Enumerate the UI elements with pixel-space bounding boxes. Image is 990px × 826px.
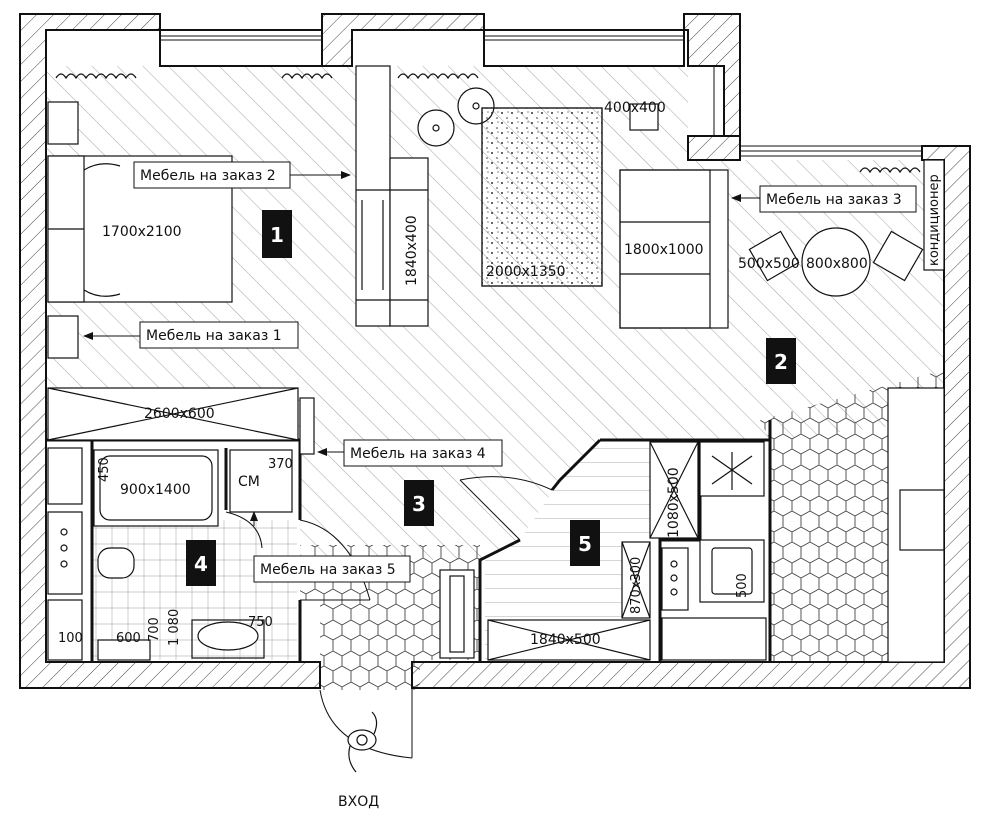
bathroom-fixtures: [47, 447, 293, 661]
callout-custom-furniture-4: Мебель на заказ 4: [350, 446, 486, 462]
dim-table-small: 400x400: [604, 100, 666, 116]
dim-450: 450: [97, 457, 112, 482]
windows: [159, 29, 923, 157]
dim-bed: 1700x2100: [102, 224, 182, 240]
dim-dining-table: 800x800: [806, 256, 868, 272]
callout-custom-furniture-2: Мебель на заказ 2: [140, 168, 276, 184]
corridor-cabinet: [47, 387, 315, 455]
kitchen-furniture: [439, 441, 767, 661]
callout-box-3: [759, 185, 917, 213]
callout-box-2: [133, 161, 291, 189]
person-icon: [347, 711, 378, 773]
callout-box-4: [343, 439, 503, 467]
dim-closet-1080: 1080x500: [666, 467, 682, 538]
room-number-5: 5: [578, 532, 592, 556]
room-number-3: 3: [412, 492, 426, 516]
room-badge-4: [186, 540, 216, 586]
dim-750: 750: [248, 615, 273, 630]
room-number-4: 4: [194, 552, 208, 576]
dim-370: 370: [268, 457, 293, 472]
dim-closet-870: 870x300: [629, 557, 644, 614]
dim-corridor-cabinet: 2600x600: [144, 406, 215, 422]
dim-1080-vertical: 1 080: [167, 609, 182, 646]
radiators: [55, 73, 921, 174]
room-badge-2: [766, 338, 796, 384]
dim-closet-1840: 1840x500: [530, 632, 601, 648]
dim-wardrobe: 1840x400: [404, 215, 420, 286]
living-furniture: [417, 87, 945, 663]
callout-custom-furniture-3: Мебель на заказ 3: [766, 192, 902, 208]
room-badge-5: [570, 520, 600, 566]
dim-bathtub: 900x1400: [120, 482, 191, 498]
dim-carpet: 2000x1350: [486, 264, 566, 280]
dim-100: 100: [58, 631, 83, 646]
ac-label: кондиционер: [927, 174, 942, 266]
room-badge-3: [404, 480, 434, 526]
leader-lines: [83, 171, 760, 526]
dim-700: 700: [147, 617, 162, 642]
callout-custom-furniture-1: Мебель на заказ 1: [146, 328, 282, 344]
callout-box-1: [139, 321, 299, 349]
dim-sofa: 1800x1000: [624, 242, 704, 258]
dim-chair: 500x500: [738, 256, 800, 272]
room-badge-1: [262, 210, 292, 258]
dim-kitchen-500: 500: [735, 573, 750, 598]
washing-machine-label: СМ: [238, 474, 260, 490]
room-number-1: 1: [270, 223, 284, 247]
dim-600: 600: [116, 631, 141, 646]
doors: [225, 476, 553, 759]
callout-custom-furniture-5: Мебель на заказ 5: [260, 562, 396, 578]
room-number-2: 2: [774, 350, 788, 374]
callout-box-5: [253, 555, 411, 583]
entrance-label: ВХОД: [338, 794, 379, 810]
